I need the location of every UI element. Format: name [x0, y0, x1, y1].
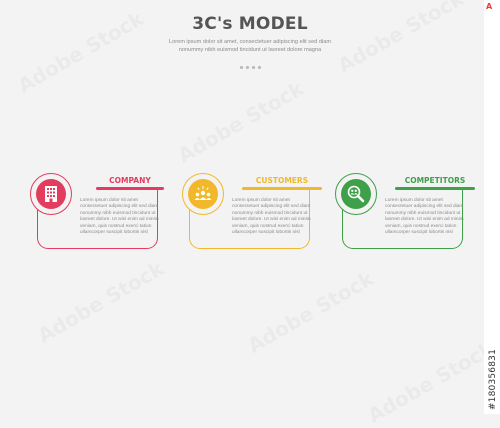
card-description: Lorem ipsum dolor sit amet consectetuer …	[385, 198, 464, 236]
stock-id: #180356831	[488, 348, 498, 410]
card-description: Lorem ipsum dolor sit amet consectetuer …	[80, 198, 159, 236]
card-title: CUSTOMERS	[255, 176, 309, 185]
adobe-logo: A	[486, 2, 493, 11]
card-title: COMPETITORS	[404, 176, 466, 185]
decorative-dots	[240, 66, 261, 69]
page-title: 3C's MODEL	[192, 14, 308, 34]
card-frame	[189, 188, 310, 249]
card-cap-line	[395, 187, 475, 190]
watermark: Adobe Stock	[333, 0, 467, 78]
people-group-icon	[188, 179, 218, 209]
icon-circle	[182, 173, 224, 215]
card-customers: CUSTOMERS Lorem ipsum dolor sit amet con…	[182, 170, 332, 254]
card-cap-line	[242, 187, 322, 190]
icon-circle	[335, 173, 377, 215]
icon-circle	[30, 173, 72, 215]
card-frame	[37, 188, 158, 249]
card-cap-line	[96, 187, 164, 190]
watermark: Adobe Stock	[173, 76, 307, 167]
watermark: Adobe Stock	[243, 266, 377, 357]
stock-sidebar: A #180356831	[484, 0, 500, 414]
card-frame	[342, 188, 463, 249]
card-title: COMPANY	[109, 176, 151, 185]
building-icon	[36, 179, 66, 209]
card-company: COMPANY Lorem ipsum dolor sit amet conse…	[30, 170, 180, 254]
card-description: Lorem ipsum dolor sit amet consectetuer …	[232, 198, 311, 236]
watermark: Adobe Stock	[33, 256, 167, 347]
card-competitors: COMPETITORS Lorem ipsum dolor sit amet c…	[335, 170, 485, 254]
magnifier-people-icon	[341, 179, 371, 209]
page-subtitle: Lorem ipsum dolor sit amet, consectetuer…	[169, 39, 331, 54]
